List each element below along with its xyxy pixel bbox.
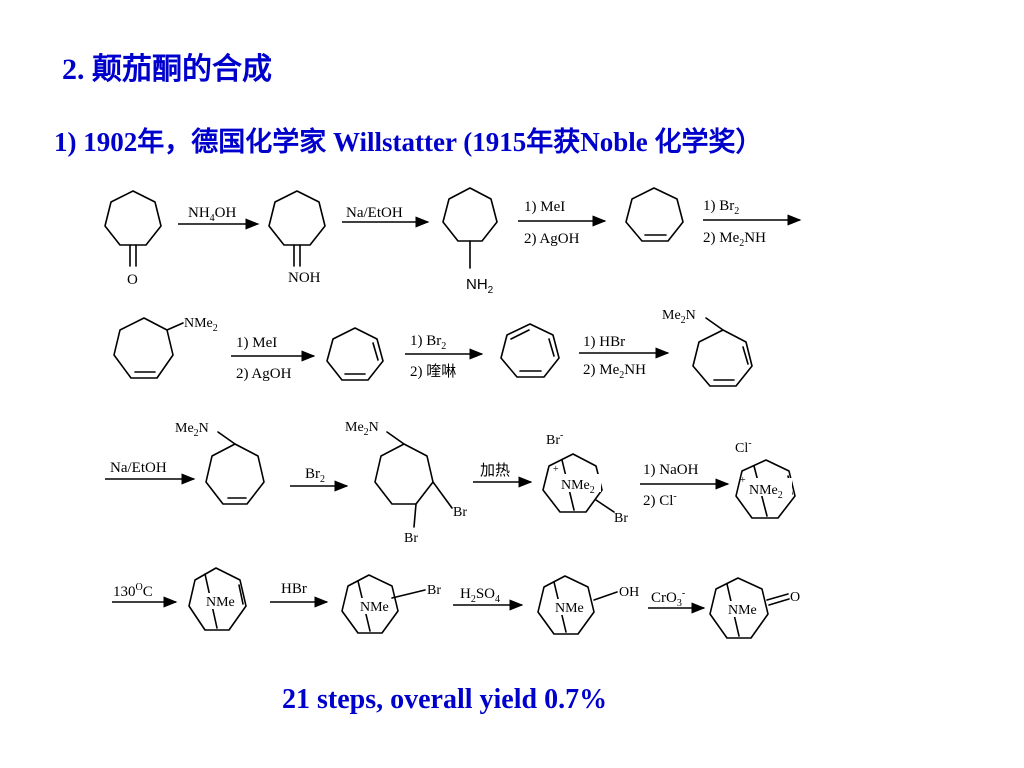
reagent-chloride: 2) Cl (643, 493, 673, 509)
reagent-agoh-2: 2) AgOH (236, 366, 292, 382)
svg-text:+: + (553, 464, 559, 475)
step-9-arrow: Br2 (290, 466, 349, 492)
yield-summary: 21 steps, overall yield 0.7% (282, 684, 608, 715)
svg-text:NMe: NMe (555, 601, 584, 616)
step-13-arrow: HBr (270, 581, 329, 608)
bromine-label: Br (453, 505, 467, 520)
reagent-cro3: CrO (651, 590, 677, 606)
step-14-arrow: H2SO4 (453, 586, 524, 611)
reagent-agoh: 2) AgOH (524, 231, 580, 247)
svg-text:Cl-: Cl- (735, 438, 752, 456)
nme2-label: NMe (184, 316, 213, 331)
step-7-arrow: 1) HBr 2) Me2NH (579, 334, 670, 381)
svg-text:NH4OH: NH4OH (188, 205, 237, 224)
svg-text:Me2N: Me2N (662, 308, 696, 326)
tropane-ammonium-bromide-structure: Br- + NMe2 Br (542, 430, 628, 526)
step-8-arrow: Na/EtOH (105, 460, 196, 485)
step-2-arrow: Na/EtOH (342, 205, 430, 228)
tropidine-structure: NMe (188, 567, 247, 631)
page-title: 2. 颠茄酮的合成 (62, 53, 272, 86)
step-12-arrow: 130OC (112, 582, 178, 608)
svg-text:NMe: NMe (728, 603, 757, 618)
svg-text:NMe2: NMe2 (561, 478, 595, 496)
reagent-naoh: 1) NaOH (643, 462, 699, 478)
svg-text:Me2N: Me2N (175, 421, 209, 439)
reagent-quinoline: 2) 喹啉 (410, 363, 456, 380)
me2n-label: Me (662, 308, 681, 323)
step-10-arrow: 加热 (473, 462, 533, 488)
history-subtitle: 1) 1902年，德国化学家 Willstatter (1915年获Noble … (54, 127, 763, 157)
cycloheptanone-structure: O (104, 190, 162, 288)
reagent-me2nh-2: 2) Me (583, 362, 620, 378)
reagent-br2: 1) Br (703, 198, 734, 214)
svg-text:1) Br2: 1) Br2 (703, 198, 739, 217)
svg-text:NH2: NH2 (466, 276, 494, 296)
reagent-hbr-2: HBr (281, 581, 307, 597)
carbonyl-oxygen-label: O (790, 590, 800, 605)
step-1-arrow: NH4OH (178, 205, 260, 230)
reagent-na-etoh: Na/EtOH (346, 205, 403, 221)
svg-text:2) Me2NH: 2) Me2NH (583, 362, 646, 381)
svg-text:2) Cl-: 2) Cl- (643, 491, 677, 509)
cycloheptatriene-structure (500, 323, 560, 378)
reagent-br2-3: Br (305, 466, 320, 482)
reagent-h2so4: H (460, 586, 471, 602)
dimethylaminocycloheptadiene-structure: Me2N (662, 308, 753, 387)
tropine-structure: NMe OH (537, 575, 639, 635)
step-5-arrow: 1) MeI 2) AgOH (231, 335, 316, 382)
cycloheptanone-oxime-structure: NOH (268, 190, 326, 286)
svg-text:NMe: NMe (360, 600, 389, 615)
reagent-na-etoh-2: Na/EtOH (110, 460, 167, 476)
dimethylaminocycloheptene-structure: NMe2 (113, 316, 218, 379)
reagent-nh4oh: NH (188, 205, 210, 221)
hydroxyl-label: OH (619, 585, 639, 600)
ketone-oxygen-label: O (127, 272, 138, 288)
reagent-130c: 130 (113, 584, 136, 600)
dimethylaminocycloheptene-2-structure: Me2N (175, 421, 265, 505)
cycloheptadiene-structure (326, 327, 384, 381)
svg-text:Br: Br (614, 511, 628, 526)
reagent-mei-2: 1) MeI (236, 335, 277, 351)
reagent-heat: 加热 (480, 462, 510, 479)
nme-tropidine-label: NMe (206, 595, 235, 610)
bromotropane-structure: NMe Br (341, 574, 441, 634)
dibromo-amine-structure: Me2N Br Br (345, 420, 467, 546)
svg-text:+: + (740, 475, 746, 486)
step-6-arrow: 1) Br2 2) 喹啉 (405, 333, 484, 380)
reagent-me2nh: 2) Me (703, 230, 740, 246)
svg-text:Br-: Br- (546, 430, 563, 448)
svg-text:Br: Br (404, 531, 418, 546)
svg-text:1) Br2: 1) Br2 (410, 333, 446, 352)
cycloheptene-structure (625, 187, 684, 242)
reagent-br2-2: 1) Br (410, 333, 441, 349)
svg-text:Br2: Br2 (305, 466, 325, 485)
svg-text:NMe2: NMe2 (749, 483, 783, 501)
reagent-hbr: 1) HBr (583, 334, 625, 350)
svg-text:Me2N: Me2N (345, 420, 379, 438)
tropinone-structure: NMe O (709, 577, 800, 639)
svg-text:NMe2: NMe2 (184, 316, 218, 334)
svg-text:130OC: 130OC (113, 582, 153, 600)
tropidine-ammonium-chloride-structure: Cl- + NMe2 (735, 438, 796, 519)
svg-text:2) Me2NH: 2) Me2NH (703, 230, 766, 249)
reagent-mei: 1) MeI (524, 199, 565, 215)
oxime-noh-label: NOH (288, 270, 321, 286)
cycloheptylamine-structure: NH2 (442, 187, 498, 296)
svg-text:Br: Br (427, 583, 441, 598)
step-11-arrow: 1) NaOH 2) Cl- (640, 462, 730, 509)
step-15-arrow: CrO3- (648, 588, 706, 614)
step-4-arrow: 1) Br2 2) Me2NH (703, 198, 802, 249)
svg-text:H2SO4: H2SO4 (460, 586, 500, 605)
amine-nh2-label: NH (466, 276, 488, 293)
step-3-arrow: 1) MeI 2) AgOH (518, 199, 607, 247)
svg-text:CrO3-: CrO3- (651, 588, 685, 609)
nme2-plus-label: NMe (561, 478, 590, 493)
